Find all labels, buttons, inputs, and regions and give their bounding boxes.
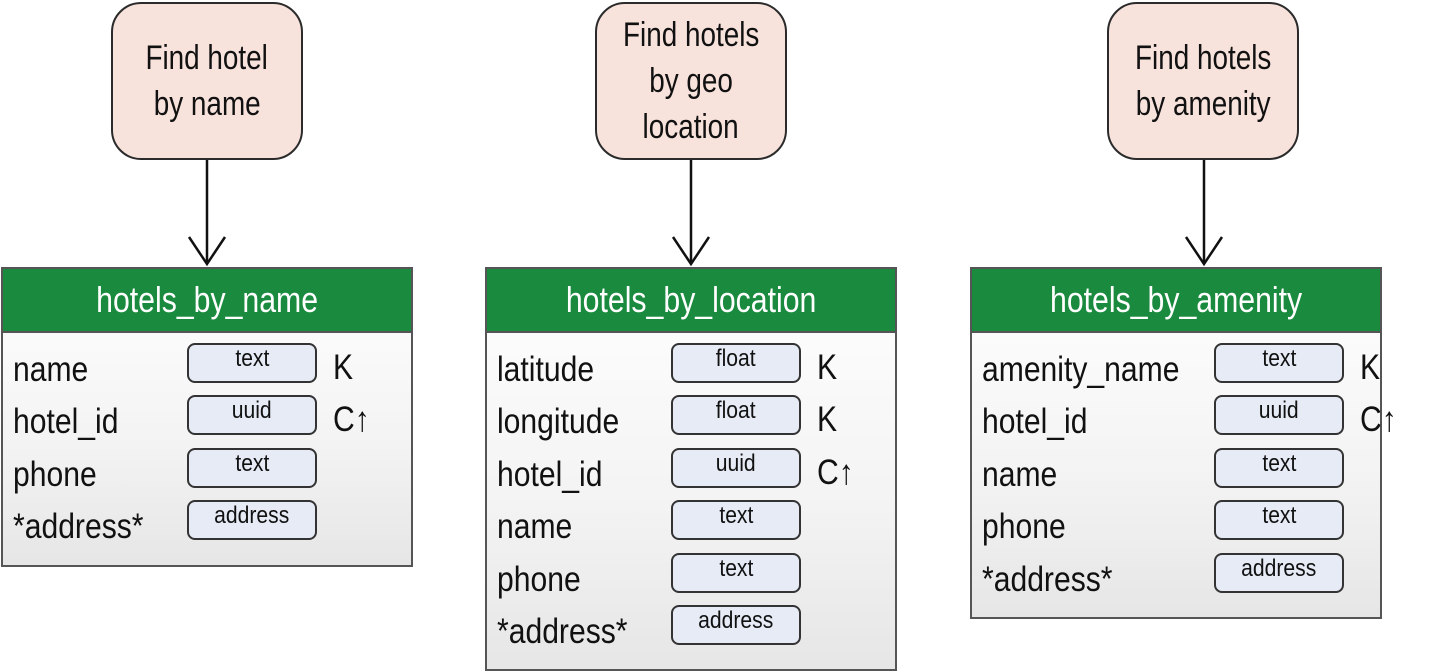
- column-type: text: [187, 343, 317, 383]
- table-row: latitude float K: [487, 343, 895, 395]
- column-type-label: address: [698, 606, 774, 634]
- table-row: name text K: [3, 343, 411, 395]
- table-row: *address* address: [487, 604, 895, 657]
- query-line: Find hotels: [622, 16, 760, 54]
- query-node-find-hotels-by-geo-location: Find hotels by geo location: [595, 2, 787, 160]
- column-type-label: uuid: [716, 449, 756, 477]
- table-row: hotel_id uuid C↑: [3, 395, 411, 447]
- column-type-label: text: [718, 502, 754, 530]
- table-header: hotels_by_location: [487, 269, 895, 333]
- table-header: hotels_by_amenity: [972, 269, 1380, 333]
- column-type: float: [671, 395, 801, 436]
- column-key: K: [333, 348, 354, 387]
- column-key: C↑: [817, 452, 854, 492]
- table-row: name text: [487, 500, 895, 552]
- column-name: *address*: [497, 611, 628, 651]
- column-name: name: [497, 507, 573, 547]
- query-node-find-hotels-by-amenity: Find hotels by amenity: [1107, 2, 1299, 160]
- table-row: hotel_id uuid C↑: [487, 447, 895, 500]
- column-key: C↑: [1360, 400, 1397, 440]
- table-row: phone text: [487, 552, 895, 605]
- query-line: by name: [153, 85, 261, 123]
- column-name: phone: [13, 454, 97, 494]
- arrow-head-location: [671, 236, 711, 267]
- arrow-head-name: [187, 236, 227, 267]
- column-type-label: text: [1261, 449, 1297, 477]
- table-hotels-by-location: hotels_by_location latitude float K long…: [485, 267, 897, 671]
- column-type: text: [1214, 343, 1344, 383]
- query-line: location: [642, 108, 740, 146]
- table-name: hotels_by_amenity: [1049, 279, 1303, 320]
- column-type-label: text: [1261, 502, 1297, 530]
- column-type-label: float: [716, 397, 756, 425]
- column-key: K: [1360, 348, 1381, 387]
- column-type-label: text: [718, 554, 754, 582]
- table-row: longitude float K: [487, 395, 895, 447]
- table-hotels-by-name: hotels_by_name name text K hotel_id uuid…: [1, 267, 413, 567]
- column-type-label: text: [234, 345, 270, 372]
- table-row: hotel_id uuid C↑: [972, 395, 1397, 447]
- column-name: name: [982, 454, 1058, 494]
- column-key: K: [817, 348, 838, 387]
- query-line: by geo: [649, 62, 733, 100]
- query-node-find-hotel-by-name: Find hotel by name: [111, 2, 303, 160]
- column-name: hotel_id: [497, 454, 603, 494]
- table-row: phone text: [972, 500, 1380, 552]
- column-name: longitude: [497, 402, 620, 442]
- column-name: phone: [982, 507, 1066, 547]
- table-row: name text: [972, 447, 1380, 500]
- table-row: amenity_name text K: [972, 343, 1380, 395]
- column-type: float: [671, 343, 801, 383]
- column-type: text: [671, 500, 801, 541]
- query-line: Find hotels: [1134, 39, 1272, 77]
- column-name: amenity_name: [982, 350, 1180, 389]
- column-name: *address*: [982, 559, 1113, 599]
- arrow-head-amenity: [1184, 236, 1224, 267]
- column-type: text: [187, 447, 317, 488]
- table-name: hotels_by_location: [565, 279, 817, 320]
- table-hotels-by-amenity: hotels_by_amenity amenity_name text K ho…: [970, 267, 1397, 619]
- column-type: address: [187, 500, 317, 541]
- table-row: *address* address: [972, 552, 1380, 605]
- column-type-label: uuid: [1259, 397, 1299, 425]
- column-type: uuid: [671, 447, 801, 488]
- table-name: hotels_by_name: [96, 279, 318, 320]
- column-name: name: [13, 350, 89, 389]
- column-type: text: [671, 552, 801, 593]
- column-type-label: text: [1261, 345, 1297, 372]
- query-line: by amenity: [1135, 85, 1271, 123]
- column-type-label: address: [214, 502, 290, 530]
- column-key: K: [817, 400, 838, 440]
- column-type: address: [671, 604, 801, 645]
- column-type-label: uuid: [232, 397, 272, 425]
- column-type-label: address: [1241, 554, 1317, 582]
- column-type: uuid: [187, 395, 317, 436]
- column-name: latitude: [497, 350, 595, 389]
- table-header: hotels_by_name: [3, 269, 411, 333]
- column-name: *address*: [13, 507, 144, 547]
- column-name: hotel_id: [982, 402, 1088, 442]
- column-type: text: [1214, 447, 1344, 488]
- column-name: phone: [497, 559, 581, 599]
- table-row: *address* address: [3, 500, 411, 552]
- table-row: phone text: [3, 447, 411, 500]
- column-type: address: [1214, 552, 1344, 593]
- column-type: text: [1214, 500, 1344, 541]
- column-type: uuid: [1214, 395, 1344, 436]
- column-type-label: float: [716, 345, 756, 372]
- column-key: C↑: [333, 400, 370, 440]
- query-line: Find hotel: [145, 39, 269, 77]
- column-name: hotel_id: [13, 402, 119, 442]
- column-type-label: text: [234, 449, 270, 477]
